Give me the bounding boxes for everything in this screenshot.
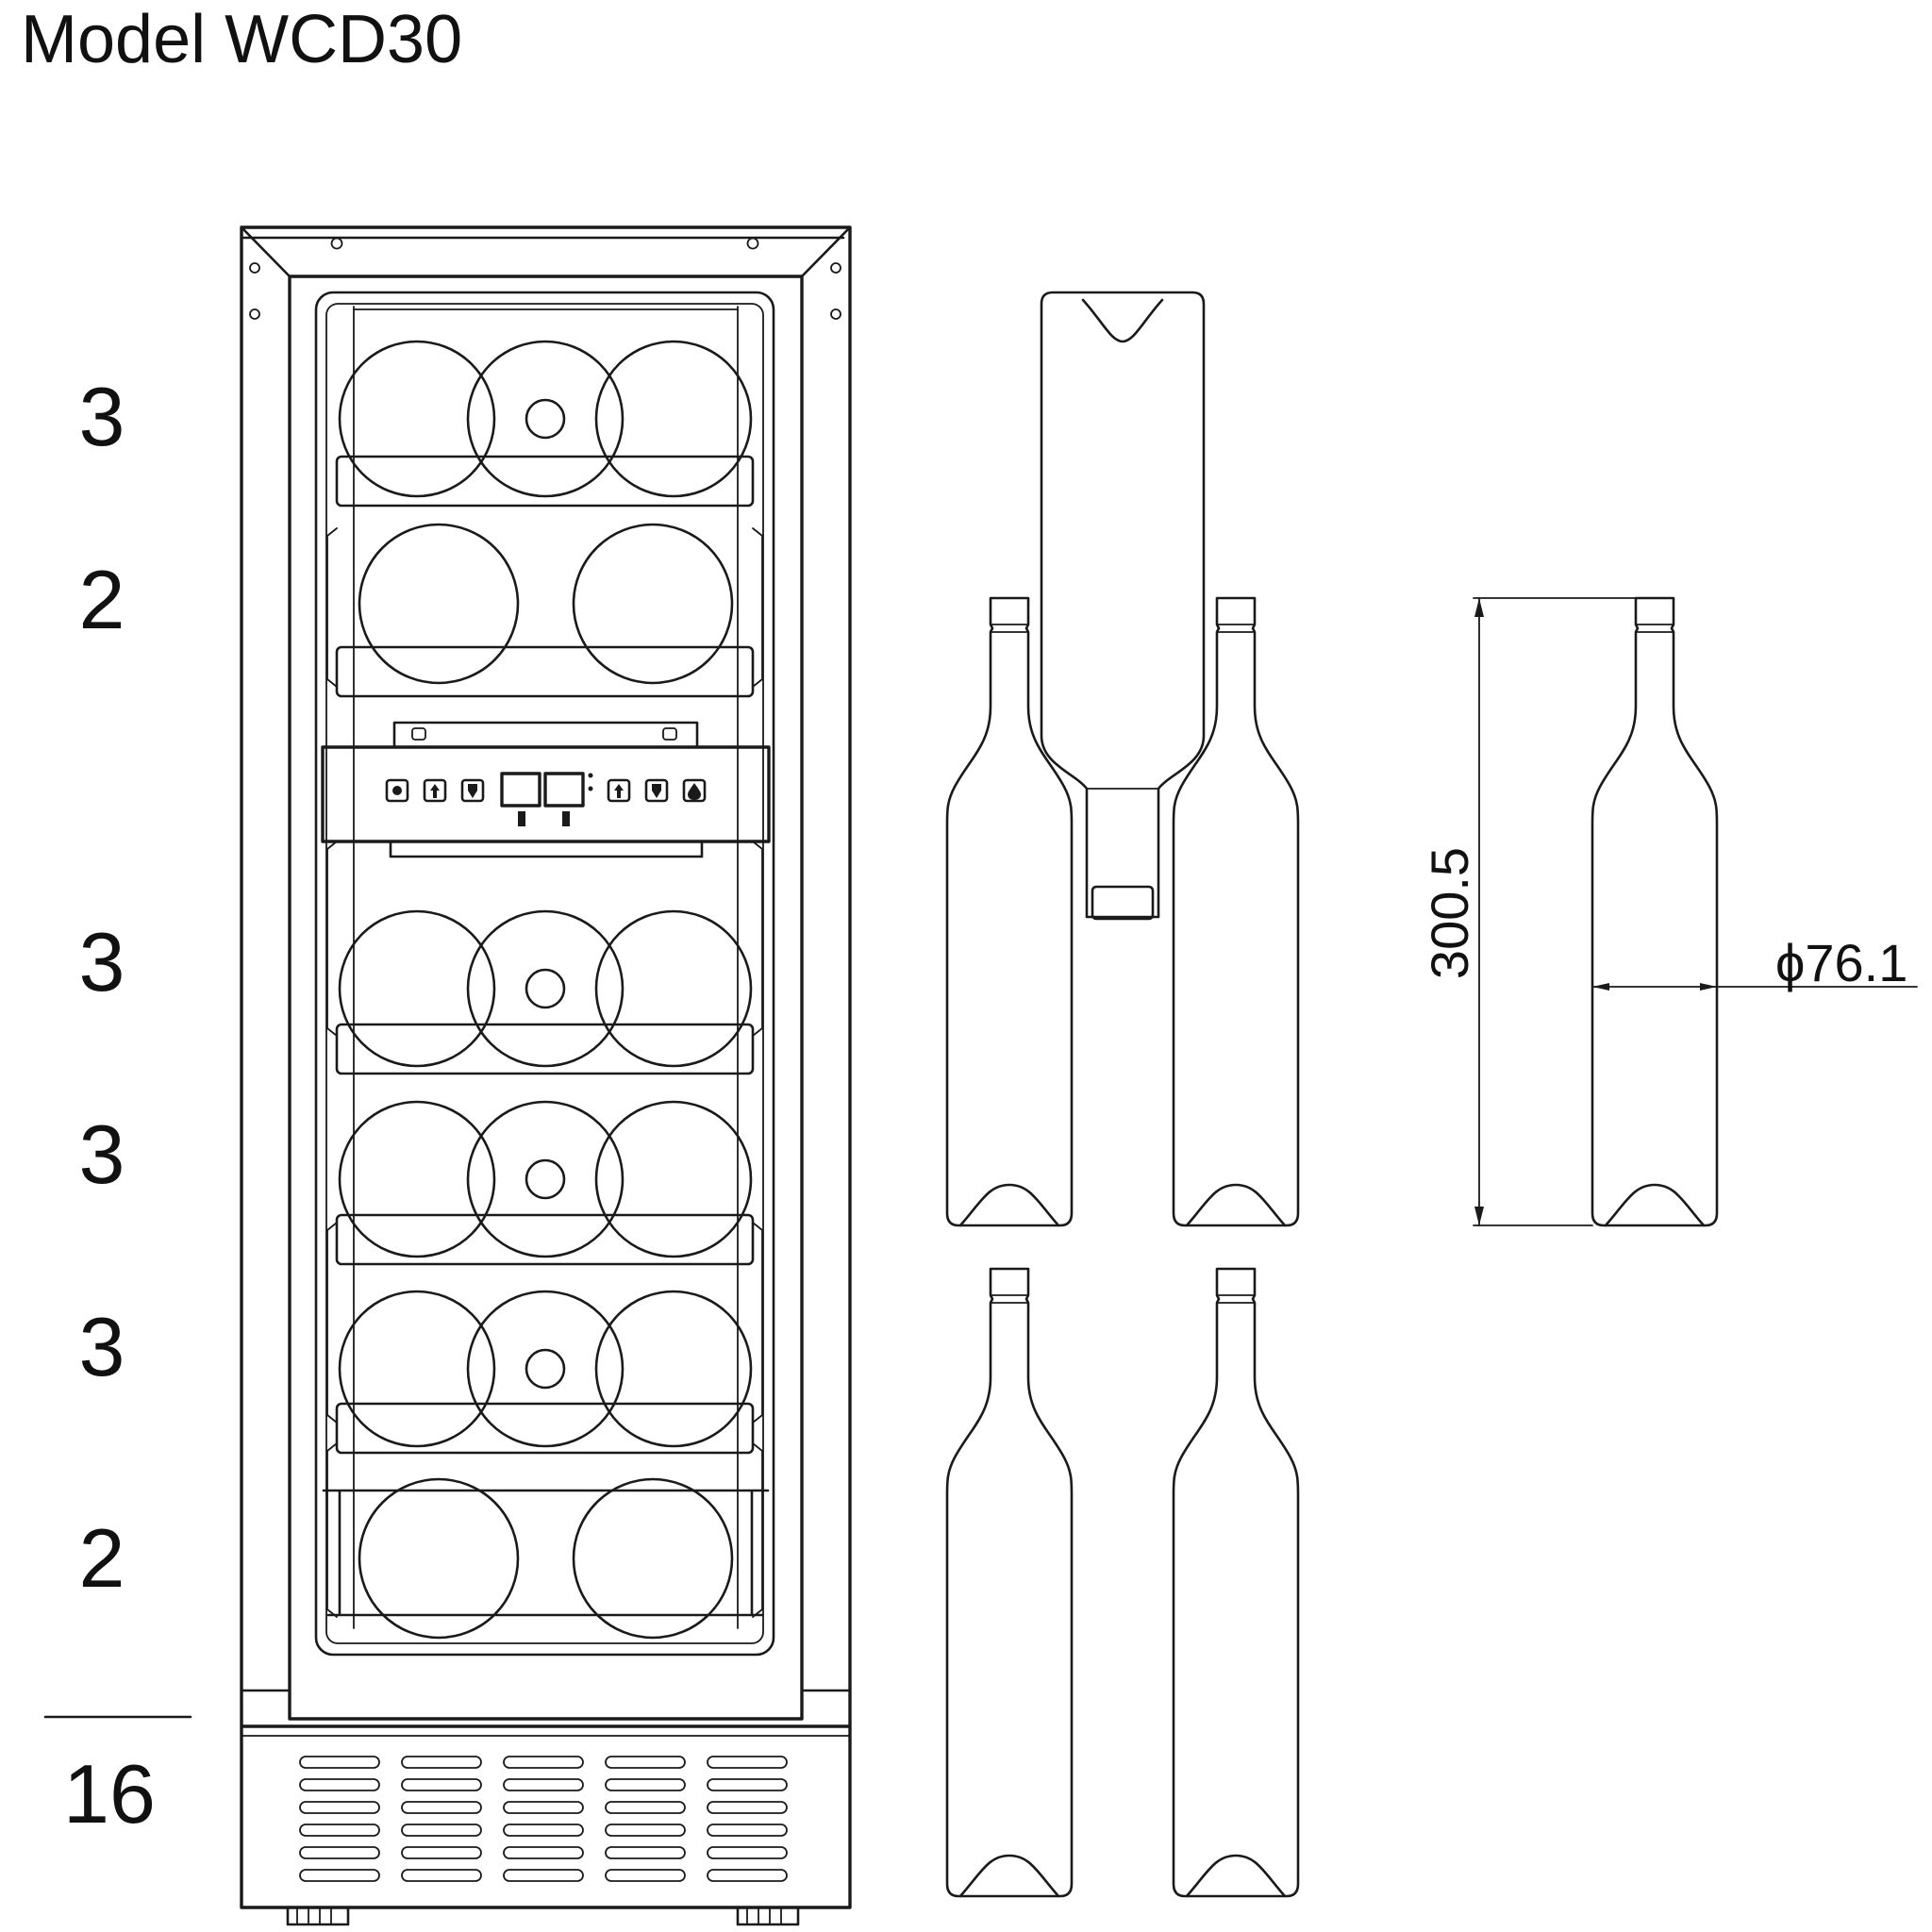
bottle-lower-right [1172,1267,1300,1898]
vent-slot [605,1778,686,1791]
cabinet-outline [240,225,852,1909]
shelf-count-4: 3 [79,1108,125,1201]
shelf-6-bottles [358,1477,734,1640]
vent-slot [299,1869,380,1882]
glass-window-inner [325,303,764,1644]
page-title: Model WCD30 [21,2,462,77]
dimensioned-bottle: 300.5 ϕ76.1 [1420,596,1918,1227]
bottle-height-label: 300.5 [1420,847,1479,979]
cabinet-feet [286,1906,800,1926]
shelf-2-bottles [358,523,734,685]
vent-slot [299,1801,380,1814]
height-dimension-line [1473,597,1637,1226]
shelf-1-bottles [338,340,753,498]
shelf-count-list: 3 2 3 3 3 2 [79,370,125,1605]
bottle-diameter-label: ϕ76.1 [1775,933,1907,992]
shelf-count-1: 3 [79,370,125,463]
ventilation-grille [299,1756,788,1882]
vent-slot [605,1846,686,1859]
shelf-count-5: 3 [79,1300,125,1393]
vent-slot [401,1869,482,1882]
vent-slot [707,1801,788,1814]
vent-slot [503,1869,584,1882]
shelf-1-rail [335,455,755,508]
vent-slot [299,1824,380,1837]
display-upper-zone [500,772,541,808]
vent-slot [707,1824,788,1837]
light-button-icon [682,778,707,803]
door-bevel-top-right [800,225,852,278]
shelf-count-3: 3 [79,915,125,1008]
shelf-5-rail [335,1402,755,1455]
vent-slot [401,1846,482,1859]
vent-slot [605,1756,686,1769]
vent-slot [401,1801,482,1814]
shelf-3-rail [335,1023,755,1075]
total-count: 16 [63,1747,156,1840]
vent-slot [401,1824,482,1837]
vent-slot [299,1778,380,1791]
upper-lamp-strip [392,721,699,749]
zone-down-button-icon [644,778,669,803]
temp-down-button-icon [460,778,485,803]
bottle-upper-left [945,596,1074,1227]
glass-window-outer [314,291,775,1657]
bottle-lower-left [945,1267,1074,1898]
wine-cooler-front-view [240,225,852,1926]
control-buttons-left [385,778,485,803]
display-lower-zone [543,772,585,808]
diameter-dimension-line [1591,983,1918,991]
vent-slot [605,1869,686,1882]
shelf-3-bottles [338,909,753,1068]
zone-up-button-icon [607,778,631,803]
door-bevel-top-left [240,225,291,278]
shelf-5-bottles [338,1290,753,1448]
vent-slot [401,1756,482,1769]
shelf-4-rail [335,1213,755,1266]
shelf-side-clips [326,527,763,1618]
vent-slot [707,1869,788,1882]
vent-slot [707,1846,788,1859]
door-inner-frame [288,275,804,1721]
vent-slot [299,1846,380,1859]
shelf-count-2: 2 [79,553,125,646]
vent-slot [707,1778,788,1791]
vent-slot [401,1778,482,1791]
vent-slot [299,1756,380,1769]
control-buttons-right [607,778,707,803]
vent-slot [503,1846,584,1859]
shelf-count-6: 2 [79,1511,125,1605]
hinge-screws [249,237,841,320]
vent-slot [503,1778,584,1791]
vent-slot [503,1801,584,1814]
vent-slot [503,1824,584,1837]
vent-slot [503,1756,584,1769]
bottle-upper-right [1172,596,1300,1227]
vent-slot [707,1756,788,1769]
reference-bottle [1591,596,1719,1227]
shelf-4-bottles [338,1100,753,1258]
shelf-2-rail [335,645,755,698]
bottom-tray [322,1489,770,1617]
vent-slot [605,1824,686,1837]
bottle-arrangement [945,291,1300,1898]
control-panel [321,745,771,843]
vent-slot [605,1801,686,1814]
power-button-icon [385,778,409,803]
temp-up-button-icon [423,778,447,803]
inverted-bottle [1040,291,1206,921]
temperature-displays [500,772,593,826]
